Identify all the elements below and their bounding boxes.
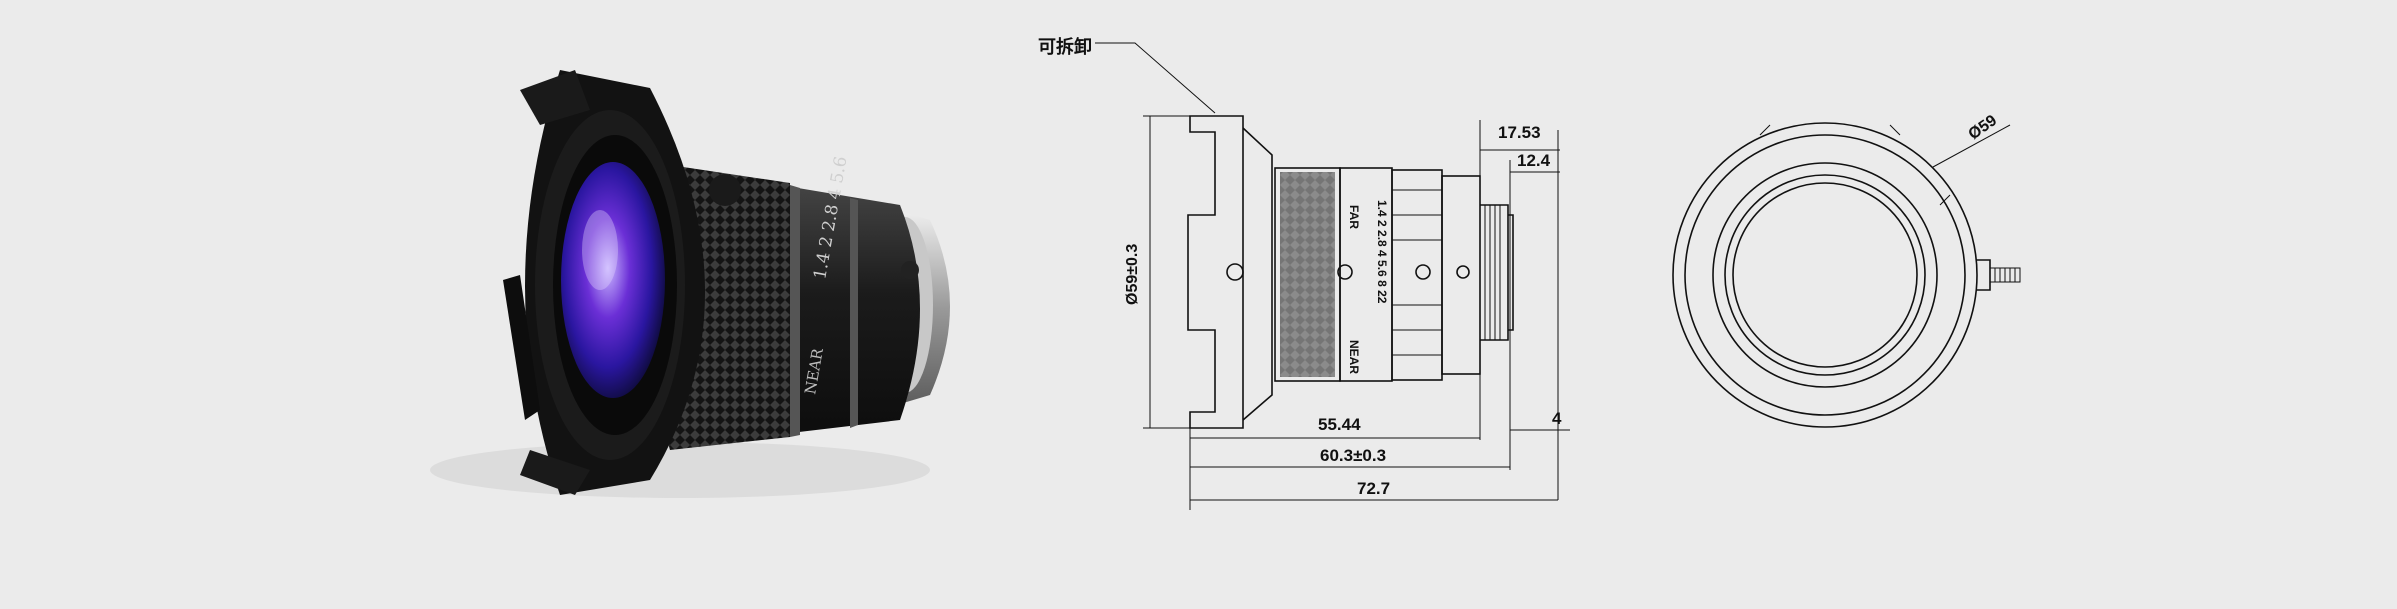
shadow (430, 442, 930, 498)
dim-60-3: 60.3±0.3 (1190, 446, 1510, 468)
svg-text:Ø59: Ø59 (1966, 112, 2001, 143)
svg-text:4: 4 (1552, 409, 1562, 428)
callout-leader (1095, 42, 1216, 114)
dim-diameter-front: Ø59 (1932, 112, 2011, 168)
glass-reflection (582, 210, 618, 290)
svg-text:60.3±0.3: 60.3±0.3 (1320, 446, 1386, 465)
side-view-flange (1187, 115, 1273, 429)
dim-17-53: 17.53 (1480, 123, 1560, 151)
front-view (1672, 122, 2021, 428)
ring-far: FAR (1347, 205, 1361, 229)
ring-near: NEAR (1347, 340, 1361, 374)
dim-4: 4 (1510, 409, 1570, 431)
extension-lines (1479, 120, 1559, 500)
side-view-knurl (1274, 167, 1341, 382)
callout-detachable: 可拆卸 (1038, 36, 1092, 58)
dim-12-4: 12.4 (1510, 151, 1560, 173)
svg-text:Ø59±0.3: Ø59±0.3 (1124, 244, 1141, 305)
lens-product-photo: 1.4 2 2.8 4 5.6 NEAR (430, 70, 950, 498)
svg-text:72.7: 72.7 (1357, 479, 1390, 498)
lock-screw (901, 261, 919, 279)
lens-glass (561, 162, 665, 398)
front-screw (1976, 259, 1991, 291)
dim-55-44: 55.44 (1190, 415, 1480, 439)
side-view-rings: FAR NEAR 1.4 2 2.8 4 5.6 8 22 (1337, 167, 1514, 382)
svg-text:17.53: 17.53 (1498, 123, 1541, 142)
ring-aperture-scale: 1.4 2 2.8 4 5.6 8 22 (1375, 200, 1389, 304)
dim-diameter-59: Ø59±0.3 (1124, 115, 1190, 429)
dim-72-7: 72.7 (1190, 479, 1558, 501)
focus-lock-knob (709, 174, 741, 206)
svg-text:55.44: 55.44 (1318, 415, 1361, 434)
svg-text:12.4: 12.4 (1517, 151, 1551, 170)
